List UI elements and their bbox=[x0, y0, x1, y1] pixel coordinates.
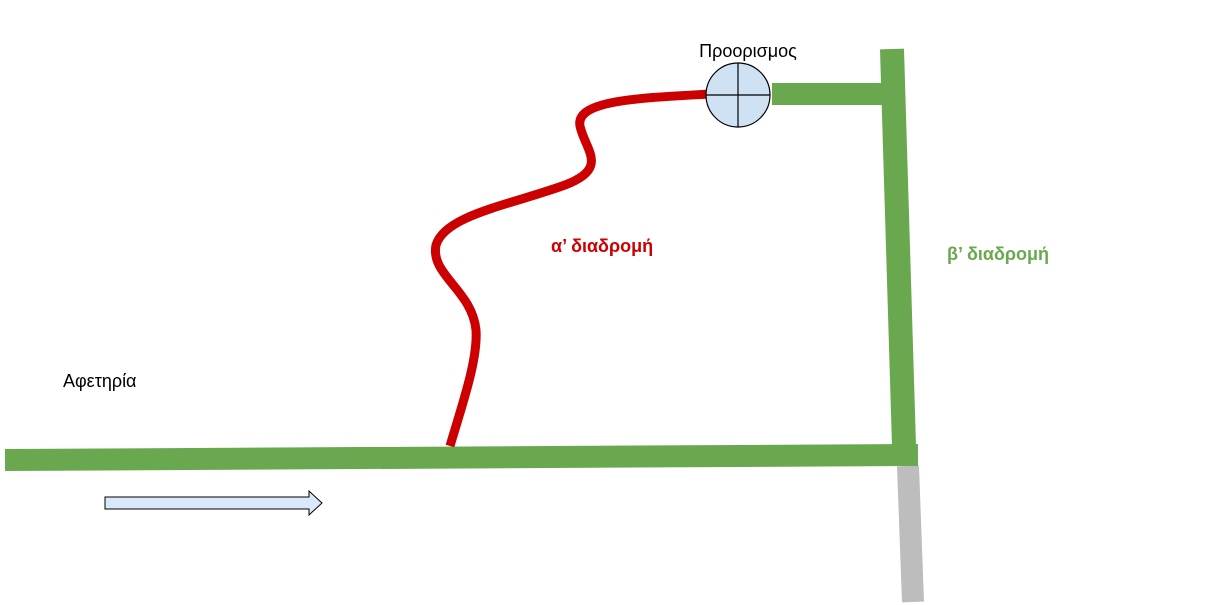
route-b-label: β’ διαδρομή bbox=[947, 244, 1049, 264]
side-road bbox=[897, 465, 924, 603]
start-label: Αφετηρία bbox=[63, 371, 136, 391]
route-a-path bbox=[430, 89, 711, 448]
right-arrow-icon bbox=[104, 489, 323, 517]
main-road bbox=[4, 444, 919, 471]
destination-marker bbox=[705, 62, 771, 128]
route-a-label: α’ διαδρομή bbox=[551, 236, 653, 256]
destination-label: Προορισμος bbox=[699, 41, 797, 61]
route-b-vertical bbox=[880, 48, 916, 447]
